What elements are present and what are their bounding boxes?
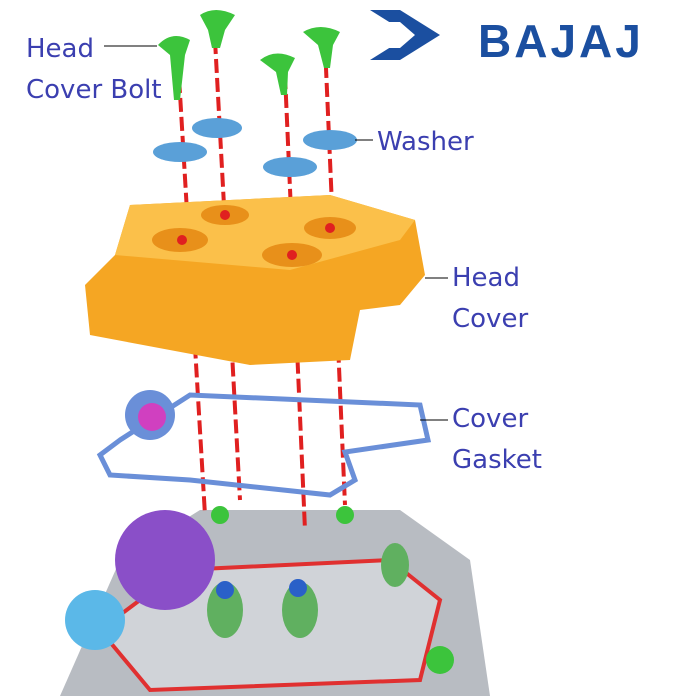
label-line: Gasket: [452, 445, 542, 475]
washers: [153, 118, 357, 177]
leader-lines: [104, 45, 448, 421]
label-line: Head: [26, 34, 94, 64]
bajaj-logo-text: BAJAJ: [478, 15, 644, 67]
label-line: Cover: [452, 404, 529, 434]
label-line: Cover: [452, 304, 529, 334]
label-line: Cover Bolt: [26, 75, 162, 105]
cylinder-head: [60, 506, 490, 696]
label-head-cover-bolt: Head Cover Bolt: [26, 29, 162, 111]
head-cover-bolts: [158, 10, 340, 100]
label-washer: Washer: [377, 127, 474, 157]
cover-gasket: [96, 392, 432, 498]
bajaj-logo-mark: [370, 10, 440, 60]
head-cover: [85, 195, 425, 365]
label-line: Head: [452, 263, 520, 293]
label-head-cover: Head Cover: [452, 258, 528, 340]
label-cover-gasket: Cover Gasket: [452, 399, 542, 481]
